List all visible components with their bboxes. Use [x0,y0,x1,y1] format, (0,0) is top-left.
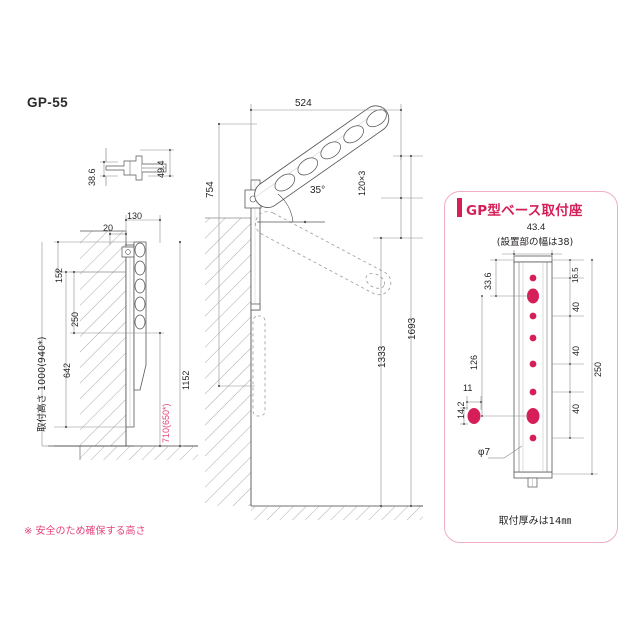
panel-width-note: (設置部の幅は38) [496,237,574,248]
panel-title-accent-bar [457,198,462,217]
side-dim-20: 20 [103,223,114,233]
mount-height-label: 取付高さ 1000(940*) [37,336,48,433]
panel-dim-250: 250 [593,361,603,377]
side-dim-1152: 1152 [181,370,191,390]
panel-dim-40-a: 40 [571,301,581,312]
front-dim-1693: 1693 [407,317,418,340]
detail-dim-38-6: 38.6 [87,168,97,186]
front-angle-35: 35° [310,185,326,196]
panel-hole-diameter: φ7 [478,447,491,458]
front-dim-1333: 1333 [377,345,388,368]
panel-footer-note: 取付厚みは14㎜ [498,516,572,527]
side-elevation-drawing [41,215,198,460]
panel-dim-33-6: 33.6 [483,272,493,290]
panel-dim-16-5: 16.5 [571,267,580,283]
side-dim-152: 152 [54,267,64,283]
detail-dim-49-4: 49.4 [156,160,166,178]
bracket-end-detail-drawing [100,148,174,186]
panel-dim-126: 126 [469,354,479,370]
front-dim-120x3: 120×3 [357,170,367,196]
panel-dim-40-b: 40 [571,345,581,356]
front-elevation-drawing [205,104,423,520]
panel-dim-11: 11 [463,383,473,393]
panel-dim-40-c: 40 [571,403,581,414]
safety-footnote: ※ 安全のため確保する高さ [24,526,146,537]
page-title: GP-55 [27,95,69,110]
base-panel-drawing [460,250,598,488]
side-dim-130: 130 [127,211,143,221]
side-dim-710: 710(650*) [161,403,171,443]
panel-title: GP型ベース取付座 [466,203,583,219]
front-dim-754: 754 [205,181,216,198]
panel-dim-14-2: 14.2 [456,401,466,419]
side-dim-642: 642 [62,362,72,378]
panel-width-dim: 43.4 [526,222,546,233]
side-dim-250: 250 [70,311,80,327]
front-dim-524: 524 [295,98,312,109]
